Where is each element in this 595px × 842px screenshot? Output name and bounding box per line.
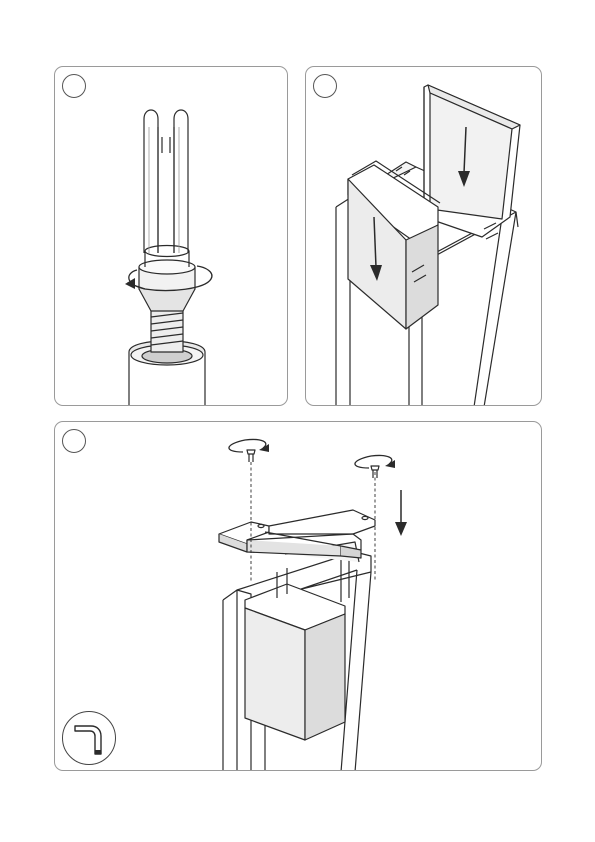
step-1-panel xyxy=(54,66,288,406)
hex-key-icon xyxy=(63,712,117,766)
lamp-insert-illustration xyxy=(55,67,288,406)
down-arrow-icon xyxy=(395,490,407,536)
step-2-panel xyxy=(305,66,542,406)
step-3-panel xyxy=(54,421,542,771)
cover-fix-illustration xyxy=(55,422,542,771)
tool-badge xyxy=(62,711,116,765)
box-insert-illustration xyxy=(306,67,542,406)
